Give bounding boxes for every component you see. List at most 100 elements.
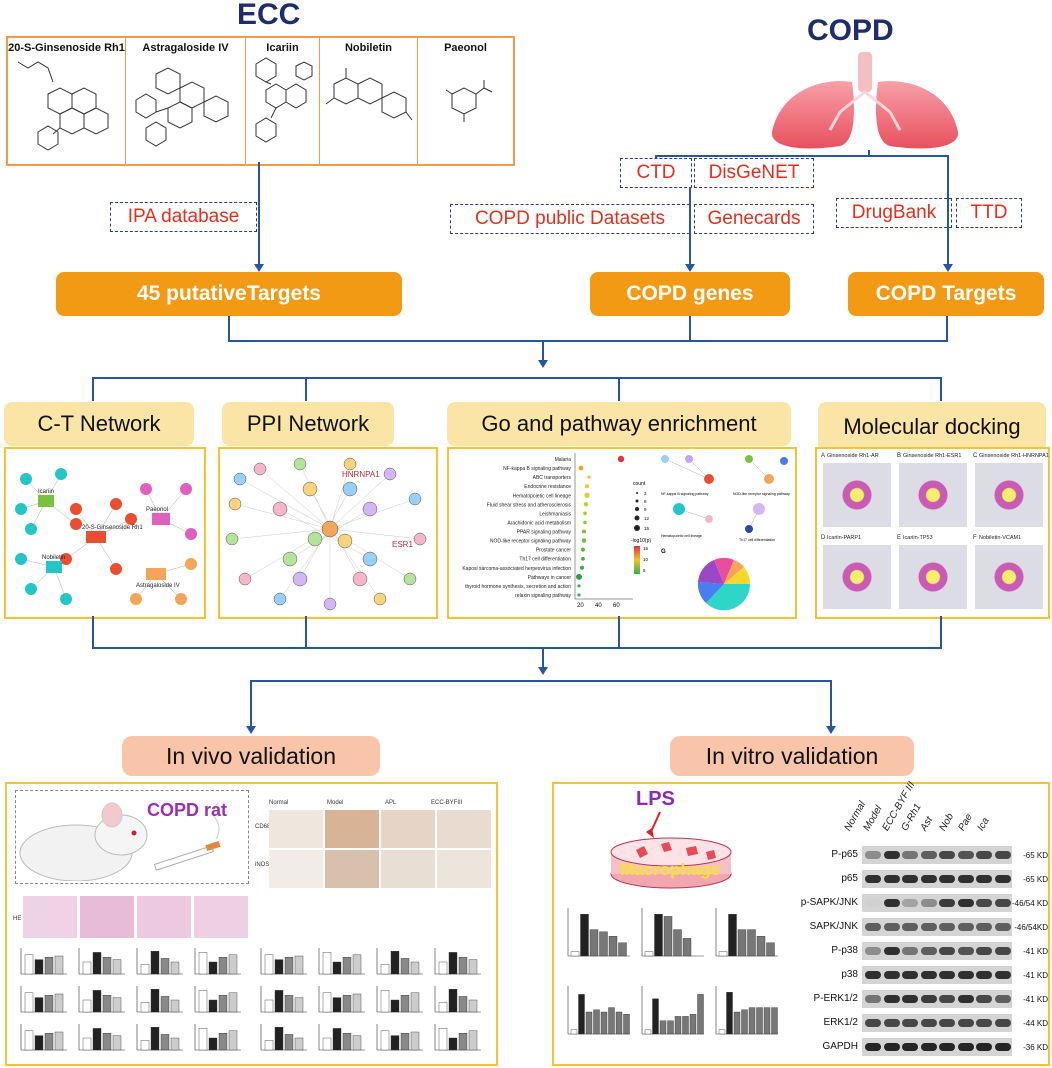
vivo-bar [342, 1032, 352, 1051]
vitro-bar [585, 1011, 593, 1035]
drugbank-label: DrugBank [836, 198, 952, 228]
western-band [994, 899, 1011, 907]
vivo-bar [112, 997, 122, 1013]
vitro-bar [756, 936, 766, 957]
vivo-bar [458, 1032, 468, 1051]
compound-name: Astragaloside IV [142, 42, 229, 54]
vivo-bar [264, 999, 274, 1013]
western-row-label: P-ERK1/2 [813, 993, 858, 1004]
ct-network-panel: Icariin 20-S-Ginsenoside Rh1 Nobiletin P… [4, 447, 206, 619]
western-band [883, 923, 900, 931]
vitro-bar [593, 1009, 600, 1035]
go-dot [583, 511, 587, 516]
western-kd-label: -65 KD [1023, 851, 1048, 860]
go-legend-p-value: 10 [643, 557, 649, 562]
vivo-bar [82, 999, 92, 1013]
western-band [920, 995, 937, 1003]
western-band [939, 1043, 955, 1051]
vitro-bar [600, 1011, 608, 1035]
vivo-bar [140, 1002, 150, 1013]
vitro-bar [748, 1007, 756, 1035]
go-legend-count-value: 15 [644, 526, 650, 531]
western-band-strip [862, 846, 1012, 864]
vivo-bar [274, 959, 284, 975]
vivo-bar [390, 950, 400, 975]
go-network-label: NOD-like receptor signaling pathway [733, 492, 790, 496]
western-kd-label: -41 KD [1023, 971, 1048, 980]
western-band [865, 899, 881, 907]
vitro-bar [608, 1007, 615, 1035]
western-band [939, 899, 955, 907]
vivo-bar [34, 959, 44, 975]
vitro-bar [697, 994, 704, 1035]
vivo-bar [170, 1037, 180, 1051]
western-row-label: p-SAPK/JNK [800, 897, 858, 908]
vivo-bar [294, 955, 304, 975]
western-row: P-p38-41 KD [786, 940, 1048, 970]
ppi-network-tab: PPI Network [222, 402, 394, 446]
go-network-label: NF-kappa B signaling pathway [661, 492, 709, 496]
ihc-row-label: iNOS [255, 862, 270, 868]
western-band [920, 947, 937, 955]
western-row-label: GAPDH [822, 1041, 858, 1052]
vivo-bar [218, 1032, 228, 1051]
vivo-bar [264, 1040, 274, 1051]
western-band [957, 1043, 974, 1051]
docking-letter: B [897, 453, 902, 459]
vitro-bar [718, 1029, 726, 1035]
docking-label: Ginsenoside Rh1-ESR1 [903, 453, 962, 459]
vivo-bar [92, 990, 102, 1013]
vitro-bar [667, 1020, 674, 1035]
go-enrichment-tab: Go and pathway enrichment [447, 402, 791, 446]
compound-cell-rh1: 20-S-Ginsenoside Rh1 [8, 38, 126, 164]
icariin-structure-icon [255, 57, 313, 143]
vivo-bar [92, 952, 102, 975]
go-dot [581, 556, 585, 561]
docking-letter: E [897, 535, 902, 541]
in-vivo-bar-charts [20, 948, 481, 1051]
western-band [976, 875, 992, 883]
go-dot [581, 547, 585, 552]
western-band [920, 971, 937, 979]
go-legend-count-value: 6 [644, 499, 647, 504]
ct-node-label: Paeonol [146, 507, 168, 513]
vivo-bar [198, 990, 208, 1013]
western-lane-label: Ast [918, 814, 936, 833]
docking-label: Ginsenoside Rh1-HNRNPA1 [979, 453, 1049, 459]
vivo-bar [352, 954, 362, 975]
western-band [957, 1019, 974, 1027]
western-band [976, 971, 992, 979]
western-row-label: p38 [841, 969, 858, 980]
western-band [865, 875, 881, 883]
go-pathway-label: NF-kappa B signaling pathway [503, 466, 571, 472]
vivo-bar [34, 1035, 44, 1051]
paeonol-structure-icon [445, 80, 493, 122]
ihc-row-label: CD68 [255, 824, 271, 830]
western-band [865, 971, 881, 979]
ctd-database-label: CTD [620, 158, 692, 188]
western-band [957, 923, 974, 931]
western-band [902, 1019, 918, 1027]
vitro-axis [641, 908, 704, 957]
vitro-bar [726, 991, 733, 1035]
go-pathway-label: Arachidonic acid metabolism [507, 520, 571, 526]
vitro-bar [608, 936, 618, 957]
he-images [23, 896, 249, 942]
ihc-col-label: Model [327, 800, 344, 806]
vivo-bar [438, 961, 448, 975]
vivo-bar [380, 964, 390, 975]
western-band [902, 995, 918, 1003]
molecular-docking-tab: Molecular docking [818, 402, 1046, 452]
vitro-bar [599, 931, 608, 957]
western-band [865, 851, 881, 859]
vivo-bar [438, 1002, 448, 1013]
vivo-bar [322, 952, 332, 975]
vitro-bar [674, 1016, 682, 1035]
western-band [902, 875, 918, 883]
vitro-bar [644, 951, 654, 957]
vivo-bar [44, 956, 54, 975]
